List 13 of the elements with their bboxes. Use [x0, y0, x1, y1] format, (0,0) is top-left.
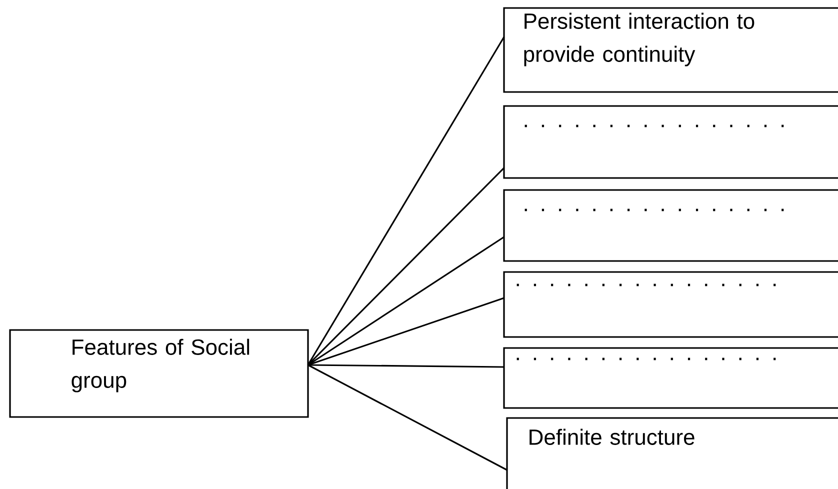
text-box: . . . . . . . . . . . . . . . . — [503, 105, 838, 179]
connector-line — [307, 167, 505, 366]
text-box: . . . . . . . . . . . . . . . . — [503, 189, 838, 262]
text-box: . . . . . . . . . . . . . . . . — [503, 347, 838, 409]
text-box: . . . . . . . . . . . . . . . . — [503, 271, 838, 338]
text-box: Persistent interaction to provide continuity — [503, 7, 838, 93]
connector-line — [307, 36, 505, 366]
connector-line — [308, 364, 504, 368]
text-box: Definite structure — [506, 417, 838, 489]
connector-line — [308, 364, 508, 471]
text-box: Features of Social group — [9, 329, 309, 418]
connector-line — [308, 236, 504, 366]
connector-line — [308, 297, 504, 366]
